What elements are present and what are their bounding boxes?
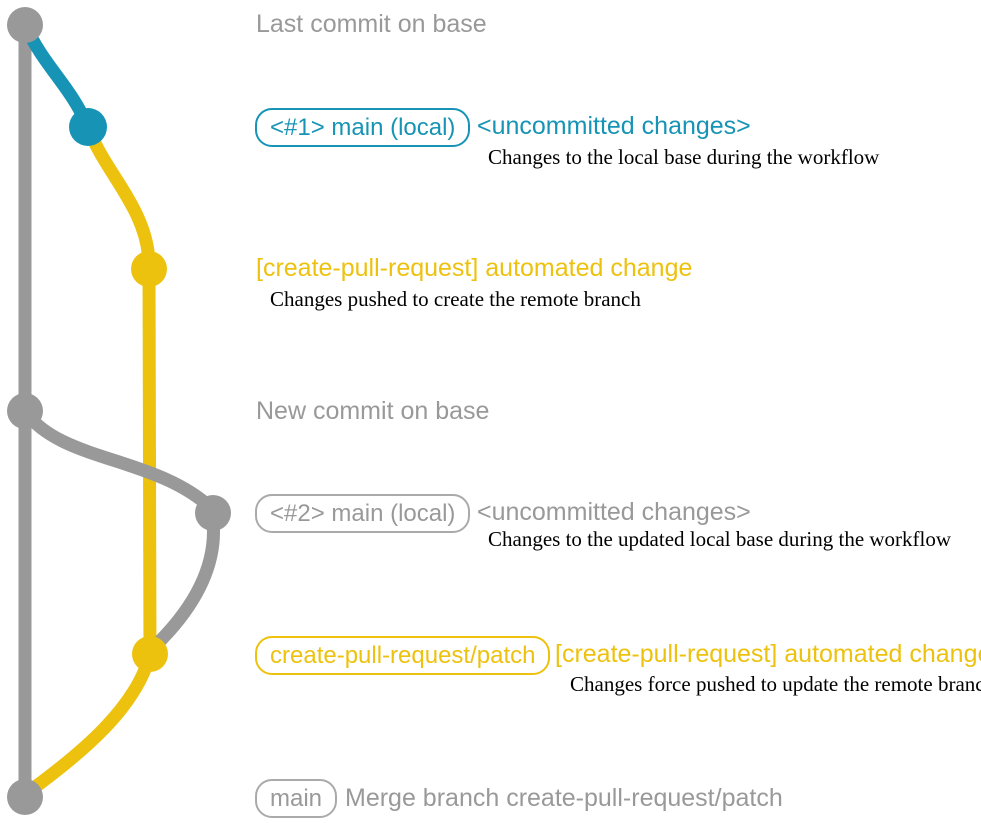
local-branch-curve-2 [18,404,221,656]
branch-label-main: main [255,779,338,818]
branch-label-text: create-pull-request/patch [270,641,536,669]
row2-description: Changes pushed to create the remote bran… [270,287,641,311]
row1-title: <uncommitted changes> [477,112,751,140]
branch-label-main-local-2: <#2> main (local) [255,494,471,533]
patch-branch-curve-1 [81,120,156,276]
commit-dot-base-new [7,393,43,429]
commit-dot-merge [7,779,43,815]
row4-title: [create-pull-request] automated change [555,640,981,668]
branch-label-main-local-1: <#1> main (local) [255,108,471,147]
row2-title: [create-pull-request] automated change [256,254,693,282]
heading-last-commit: Last commit on base [256,10,487,38]
commit-dot-patch-2 [132,636,168,672]
row5-merge-message: Merge branch create-pull-request/patch [345,784,783,812]
commit-dot-patch-1 [131,251,167,287]
merge-curve [20,647,157,800]
commit-dot-local-2 [195,495,231,531]
branch-label-text: main [270,784,323,812]
row3-description: Changes to the updated local base during… [488,527,952,551]
row4-description: Changes force pushed to update the remot… [570,672,981,696]
patch-branch-line [142,268,157,655]
commit-dot-base-last [7,7,43,43]
row1-description: Changes to the local base during the wor… [488,145,880,169]
branch-label-text: <#1> main (local) [270,113,456,141]
commit-dot-local-1 [69,108,107,146]
branch-label-text: <#2> main (local) [270,499,456,527]
branch-label-patch: create-pull-request/patch [255,636,551,675]
heading-new-commit: New commit on base [256,397,490,425]
row3-title: <uncommitted changes> [477,498,751,526]
